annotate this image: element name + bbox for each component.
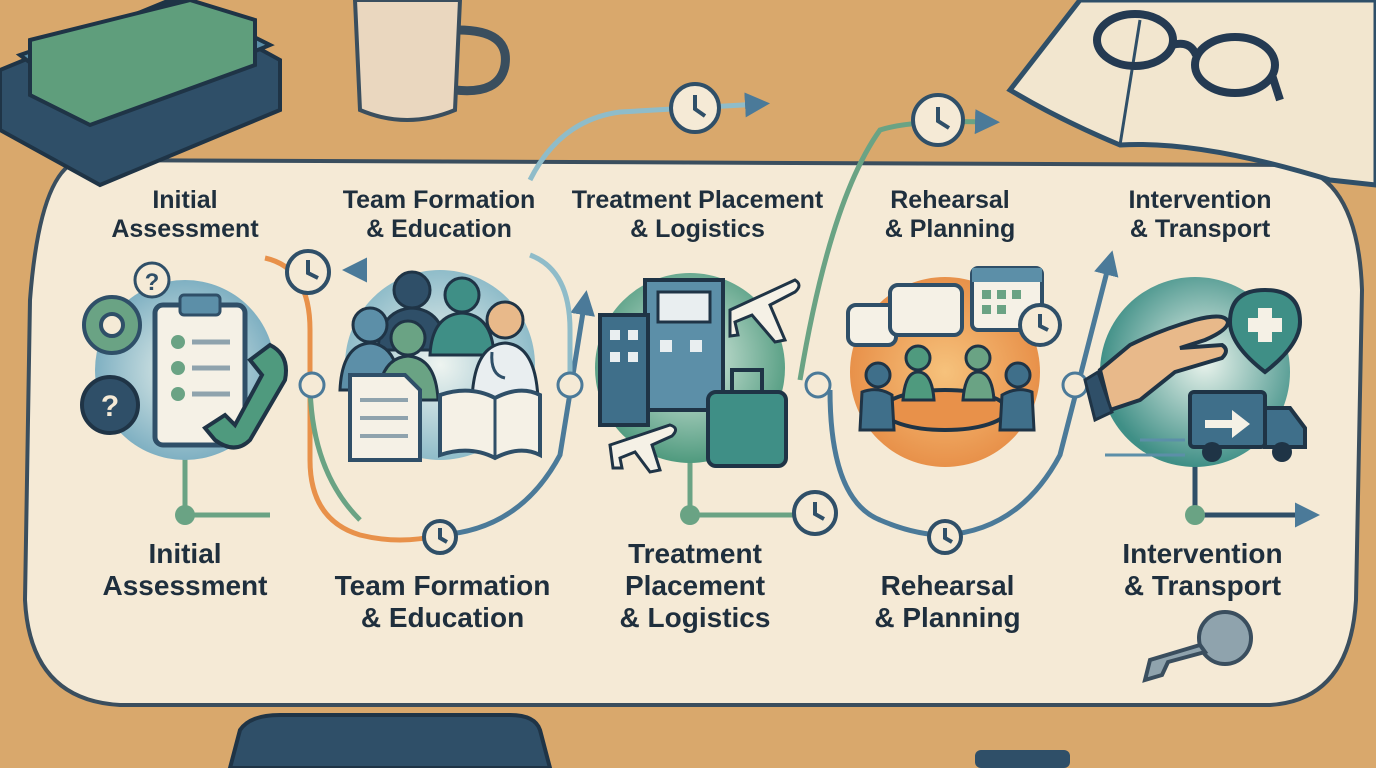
clock-icon	[1018, 303, 1062, 347]
step-illustration-intervention	[1083, 277, 1307, 467]
key-icon	[1142, 610, 1253, 683]
open-book-icon	[438, 388, 542, 461]
step-bottom-label-assessment: Initial Assessment	[90, 538, 280, 602]
clipboard-checklist-icon	[152, 293, 248, 448]
medical-location-pin-icon	[1227, 287, 1303, 375]
label-line: Assessment	[102, 570, 268, 602]
step-top-label-team: Team Formation & Education	[325, 186, 553, 244]
label-line: & Transport	[1129, 214, 1271, 243]
label-line: Intervention	[1128, 186, 1272, 214]
label-line: & Logistics	[619, 602, 771, 634]
step-top-label-intervention: Intervention & Transport	[1100, 186, 1300, 244]
step-illustration-team	[338, 270, 542, 462]
label-line: Placement	[624, 570, 766, 602]
step-top-label-rehearsal: Rehearsal & Planning	[860, 186, 1040, 244]
hospital-building-icon	[598, 278, 725, 427]
step-bottom-label-placement: Treatment Placement & Logistics	[600, 538, 790, 635]
step-illustration-placement	[595, 273, 801, 474]
step-bottom-label-intervention: Intervention & Transport	[1100, 538, 1305, 602]
label-line: Initial	[148, 538, 222, 569]
svg-text:?: ?	[101, 390, 119, 423]
label-line: & Education	[366, 214, 512, 243]
flow-nodes	[175, 505, 1205, 525]
label-line: Team Formation	[334, 570, 551, 601]
label-line: & Planning	[874, 602, 1021, 634]
svg-text:?: ?	[145, 269, 160, 296]
step-illustration-assessment: ? ?	[80, 261, 288, 460]
label-line: Team Formation	[342, 186, 536, 214]
phone-icon	[202, 342, 288, 450]
step-top-label-assessment: Initial Assessment	[95, 186, 275, 244]
label-line: Intervention	[1122, 538, 1283, 569]
step-top-label-placement: Treatment Placement & Logistics	[555, 186, 840, 244]
eyeglasses-icon	[1093, 10, 1284, 102]
document-icon	[348, 373, 422, 462]
chevron-connectors	[298, 371, 1089, 399]
label-line: Assessment	[111, 214, 259, 243]
label-line: Rehearsal	[880, 570, 1015, 601]
label-line: & Logistics	[630, 214, 765, 243]
label-line: & Transport	[1123, 570, 1282, 602]
label-line: & Education	[360, 602, 525, 634]
coffee-mug-icon	[352, 0, 510, 122]
gear-icon	[80, 375, 140, 435]
book-stack-icon	[0, 0, 282, 188]
clock-icon	[285, 82, 965, 555]
transport-van-icon	[1105, 390, 1307, 462]
helping-hand-icon	[1083, 314, 1231, 423]
step-bottom-label-team: Team Formation & Education	[320, 570, 565, 634]
label-line: Treatment Placement	[571, 186, 824, 214]
speech-bubble-icon	[846, 283, 964, 347]
doctor-icon	[470, 300, 540, 402]
question-icon: ?	[133, 261, 171, 299]
label-line: Rehearsal	[890, 186, 1010, 214]
step-bottom-label-rehearsal: Rehearsal & Planning	[855, 570, 1040, 634]
chair-icon	[227, 713, 1070, 768]
label-line: Treatment	[628, 538, 762, 569]
suitcase-icon	[706, 368, 788, 468]
airplane-icon	[728, 278, 801, 344]
label-line: Initial	[152, 186, 218, 214]
label-line: & Planning	[884, 214, 1016, 243]
gear-icon	[82, 295, 142, 355]
meeting-table-icon	[858, 344, 1036, 432]
airplane-icon	[608, 423, 677, 474]
step-illustration-rehearsal	[846, 266, 1062, 467]
